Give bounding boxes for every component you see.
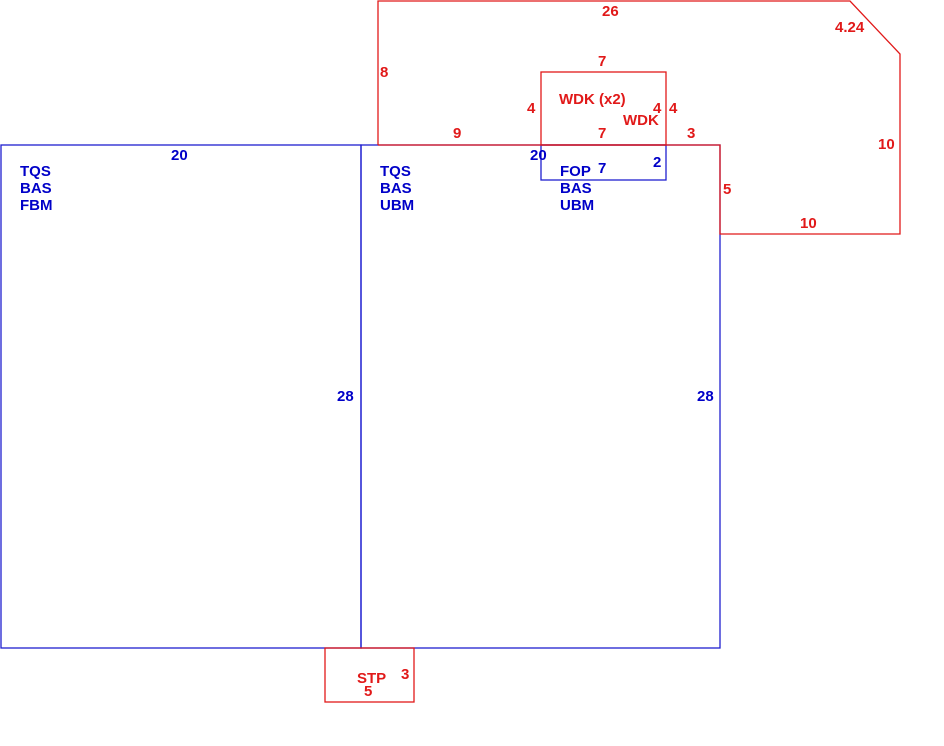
stp-width-dim: 5	[364, 683, 372, 700]
deck-left-dim: 8	[380, 64, 388, 81]
fop-label-2: BAS	[560, 180, 592, 197]
stp-label: STP	[357, 670, 386, 687]
right-room-label-1: TQS	[380, 163, 411, 180]
stp-height-dim: 3	[401, 666, 409, 683]
wdk-x2-outline	[540, 71, 667, 146]
deck-seg-right-dim: 3	[687, 125, 695, 142]
deck-diag-dim: 4.24	[835, 19, 865, 36]
left-room-side-dim: 28	[337, 388, 354, 405]
left-room-label-3: FBM	[20, 197, 53, 214]
wdk-x2-left-dim: 4	[527, 100, 536, 117]
left-room-label-1: TQS	[20, 163, 51, 180]
left-room-top-dim: 20	[171, 147, 188, 164]
right-room-label-2: BAS	[380, 180, 412, 197]
wdk-x2-right-dim: 4	[653, 100, 662, 117]
fop-width-dim: 7	[598, 160, 606, 177]
stp-outline	[324, 647, 415, 703]
deck-top-dim: 26	[602, 3, 619, 20]
fop-label-3: UBM	[560, 197, 594, 214]
fop-label-1: FOP	[560, 163, 591, 180]
deck-step-dim: 5	[723, 181, 731, 198]
left-room-label-2: BAS	[20, 180, 52, 197]
right-room-side-dim: 28	[697, 388, 714, 405]
left-room-outline	[0, 144, 362, 649]
wdk-x2-bottom-dim: 7	[598, 125, 606, 142]
fop-height-dim: 2	[653, 154, 661, 171]
deck-seg-left-dim: 9	[453, 125, 461, 142]
deck-right-dim: 10	[878, 136, 895, 153]
wdk-side-dim: 4	[669, 100, 678, 117]
deck-bottom-dim: 10	[800, 215, 817, 232]
wdk-side-label: WDK	[623, 112, 659, 129]
deck-outline	[377, 0, 901, 235]
wdk-x2-top-dim: 7	[598, 53, 606, 70]
right-room-label-3: UBM	[380, 197, 414, 214]
right-room-outline	[360, 144, 721, 649]
wdk-x2-label: WDK (x2)	[559, 91, 626, 108]
right-room-top-dim: 20	[530, 147, 547, 164]
